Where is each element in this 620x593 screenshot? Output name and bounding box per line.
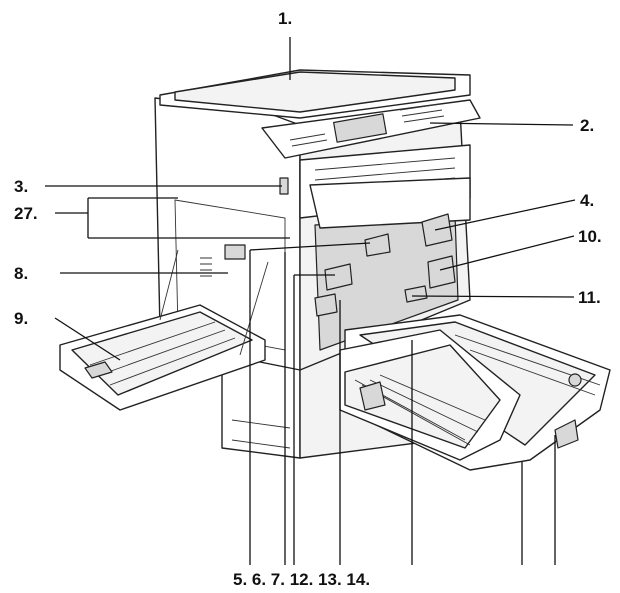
label-9: 9. xyxy=(14,309,28,328)
label-8: 8. xyxy=(14,264,28,283)
label-1: 1. xyxy=(278,9,292,28)
label-11: 11. xyxy=(578,288,601,307)
label-3: 3. xyxy=(14,177,28,196)
label-27: 27. xyxy=(14,204,38,223)
label-2: 2. xyxy=(580,116,594,135)
label-4: 4. xyxy=(580,191,594,210)
label-bottom-group: 5. 6. 7. 12. 13. 14. xyxy=(233,570,370,589)
label-10: 10. xyxy=(578,227,602,246)
